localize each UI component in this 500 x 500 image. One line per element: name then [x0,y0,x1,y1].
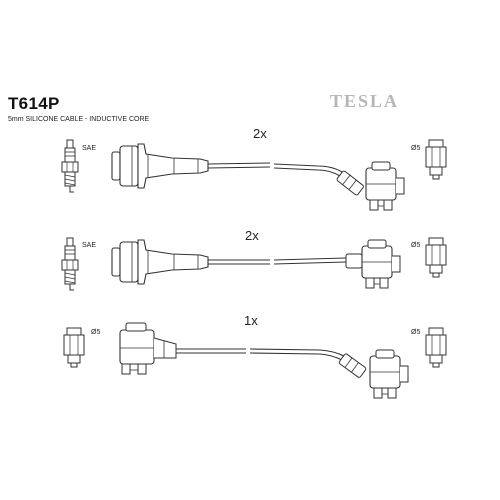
cable-line [207,162,343,173]
row2-left-label: SAE [82,242,96,249]
row3-quantity: 1x [244,313,258,328]
row1-quantity: 2x [253,126,267,141]
angled-boot-icon [336,170,364,196]
lead-row-1: SAE 2x Ø5 [61,126,447,211]
row3-right-label: Ø5 [411,329,420,336]
plug-boot-icon [111,143,209,189]
coil-connector-icon [361,239,401,289]
row1-right-label: Ø5 [411,145,420,152]
coil-connector-icon [119,322,177,375]
row3-left-label: Ø5 [91,329,100,336]
boot-icon [345,253,363,269]
lead-row-2: SAE 2x Ø5 [61,228,447,291]
terminal-icon [425,139,447,180]
row2-right-label: Ø5 [411,242,420,249]
coil-connector-icon [365,161,405,211]
terminal-icon [425,327,447,368]
terminal-icon [63,327,85,368]
spark-plug-icon [61,237,79,291]
cable-line [208,257,347,261]
spark-plug-icon [61,139,79,193]
brand-logo: TESLA [330,91,400,111]
cable-line [176,348,345,357]
lead-row-3: Ø5 1x Ø5 [63,313,447,399]
row2-quantity: 2x [245,228,259,243]
cable-spec: 5mm SILICONE CABLE - INDUCTIVE CORE [8,116,150,123]
row1-left-label: SAE [82,145,96,152]
terminal-icon [425,237,447,278]
angled-boot-icon [338,353,367,378]
coil-connector-icon [369,349,409,399]
plug-boot-icon [111,239,209,285]
part-number: T614P [8,94,60,113]
